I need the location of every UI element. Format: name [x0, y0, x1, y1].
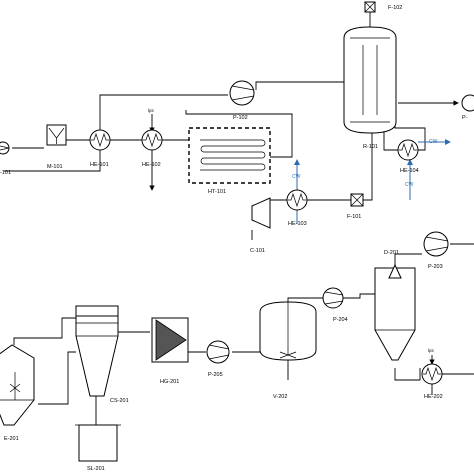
label-pump-right: P- — [462, 115, 468, 121]
heat-exchanger-he104 — [397, 139, 419, 161]
label-cs201: CS-201 — [110, 398, 129, 404]
label-c101: C-101 — [250, 248, 265, 254]
pump-p102 — [229, 80, 255, 106]
stream-lps-he202: lps — [428, 348, 435, 353]
label-he104: HE-104 — [400, 168, 419, 174]
vessel-v202 — [259, 301, 317, 361]
label-p203: P-203 — [428, 264, 443, 270]
label-v202: V-202 — [273, 394, 287, 400]
label-e201: E-201 — [4, 436, 19, 442]
hopper-hg201 — [151, 317, 189, 363]
label-p101: -101 — [0, 170, 11, 176]
label-ht101: HT-101 — [208, 189, 226, 195]
pump-p204 — [322, 287, 344, 309]
label-p204: P-204 — [333, 317, 348, 323]
evaporator-e201 — [0, 344, 35, 426]
label-f102: F-102 — [388, 5, 402, 11]
stream-lps-he102: lps — [148, 108, 155, 113]
heat-exchanger-he103 — [286, 189, 308, 211]
label-he101: HE-101 — [90, 162, 109, 168]
stream-cw-he104-out: CW — [429, 139, 438, 145]
filter-f102 — [364, 1, 376, 13]
pump-p101 — [0, 141, 10, 155]
label-p205: P-205 — [208, 372, 223, 378]
heat-exchanger-he101 — [89, 129, 111, 151]
label-he103: HE-103 — [288, 221, 307, 227]
label-hg201: HG-201 — [160, 379, 179, 385]
pump-right-edge — [461, 94, 474, 112]
pipes-section-100 — [0, 12, 474, 201]
label-p102: P-102 — [233, 115, 248, 121]
heat-exchanger-he202 — [421, 363, 443, 385]
label-he202: HE-202 — [424, 394, 443, 400]
cyclone-cs201 — [75, 305, 119, 397]
label-he102: HE-102 — [142, 162, 161, 168]
stream-cw-he103: CW — [292, 174, 301, 180]
silo-sl201 — [75, 424, 121, 462]
compressor-c101 — [251, 197, 271, 240]
tubular-heater-ht101 — [188, 127, 271, 184]
filter-f101 — [350, 193, 364, 207]
mixer-m101 — [46, 124, 67, 146]
label-f101: F-101 — [347, 214, 361, 220]
cooling-water-lines — [294, 139, 451, 224]
label-sl201: SL-201 — [87, 466, 105, 472]
pump-p203 — [423, 231, 449, 257]
label-m101: M-101 — [47, 164, 63, 170]
heat-exchanger-he102 — [141, 129, 163, 151]
reactor-r101 — [343, 26, 397, 134]
stream-cw-he104-in: CW — [405, 182, 414, 188]
dryer-d201 — [374, 263, 416, 361]
label-d201: D-201 — [384, 250, 399, 256]
label-r101: R-101 — [363, 144, 378, 150]
pump-p205 — [206, 340, 230, 364]
